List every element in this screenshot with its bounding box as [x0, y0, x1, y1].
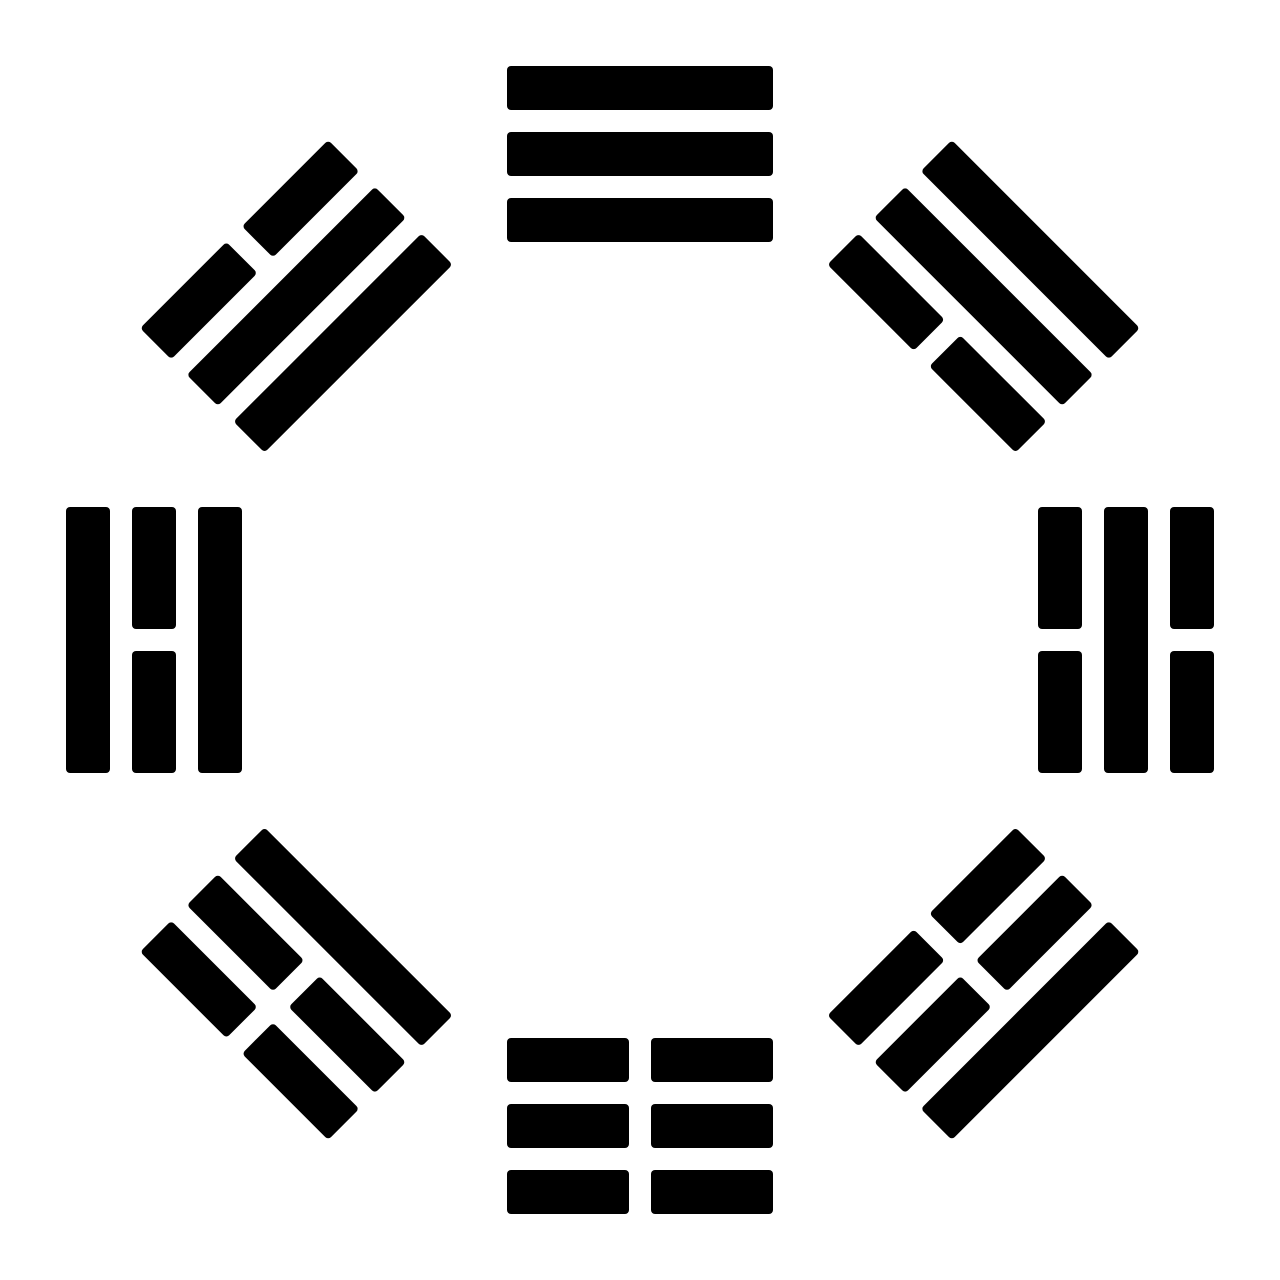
solid-line — [507, 132, 773, 176]
solid-line — [507, 198, 773, 242]
trigram-top-left — [141, 141, 451, 451]
broken-line-left-half — [651, 1104, 773, 1148]
broken-line-left-half — [930, 829, 1045, 944]
solid-line — [66, 507, 110, 773]
broken-line-right-half — [132, 507, 176, 629]
broken-line-left-half — [651, 1038, 773, 1082]
broken-line-left-half — [829, 235, 944, 350]
broken-line-right-half — [507, 1170, 629, 1214]
broken-line-left-half — [243, 1024, 358, 1139]
broken-line-right-half — [1170, 651, 1214, 773]
broken-line-left-half — [977, 875, 1092, 990]
solid-line — [875, 188, 1092, 405]
solid-line — [922, 922, 1139, 1139]
solid-line — [507, 66, 773, 110]
broken-line-left-half — [1038, 507, 1082, 629]
solid-line — [1104, 507, 1148, 773]
trigram-left — [66, 507, 242, 773]
solid-line — [188, 188, 405, 405]
broken-line-right-half — [1038, 651, 1082, 773]
trigram-top — [507, 66, 773, 242]
broken-line-left-half — [290, 977, 405, 1092]
broken-line-right-half — [141, 922, 256, 1037]
broken-line-right-half — [507, 1038, 629, 1082]
solid-line — [235, 829, 451, 1045]
solid-line — [198, 507, 242, 773]
broken-line-left-half — [651, 1170, 773, 1214]
solid-line — [922, 141, 1139, 358]
broken-line-right-half — [829, 930, 944, 1045]
broken-line-right-half — [243, 141, 358, 256]
broken-line-left-half — [141, 243, 256, 358]
solid-line — [235, 235, 451, 451]
trigram-top-right — [829, 141, 1139, 451]
broken-line-right-half — [930, 336, 1045, 451]
broken-line-right-half — [188, 875, 303, 990]
trigram-bottom-left — [141, 829, 451, 1139]
trigram-right — [1038, 507, 1214, 773]
broken-line-left-half — [1170, 507, 1214, 629]
broken-line-right-half — [507, 1104, 629, 1148]
trigram-bottom-right — [829, 829, 1139, 1139]
broken-line-right-half — [875, 977, 990, 1092]
trigram-bottom — [507, 1038, 773, 1214]
broken-line-left-half — [132, 651, 176, 773]
